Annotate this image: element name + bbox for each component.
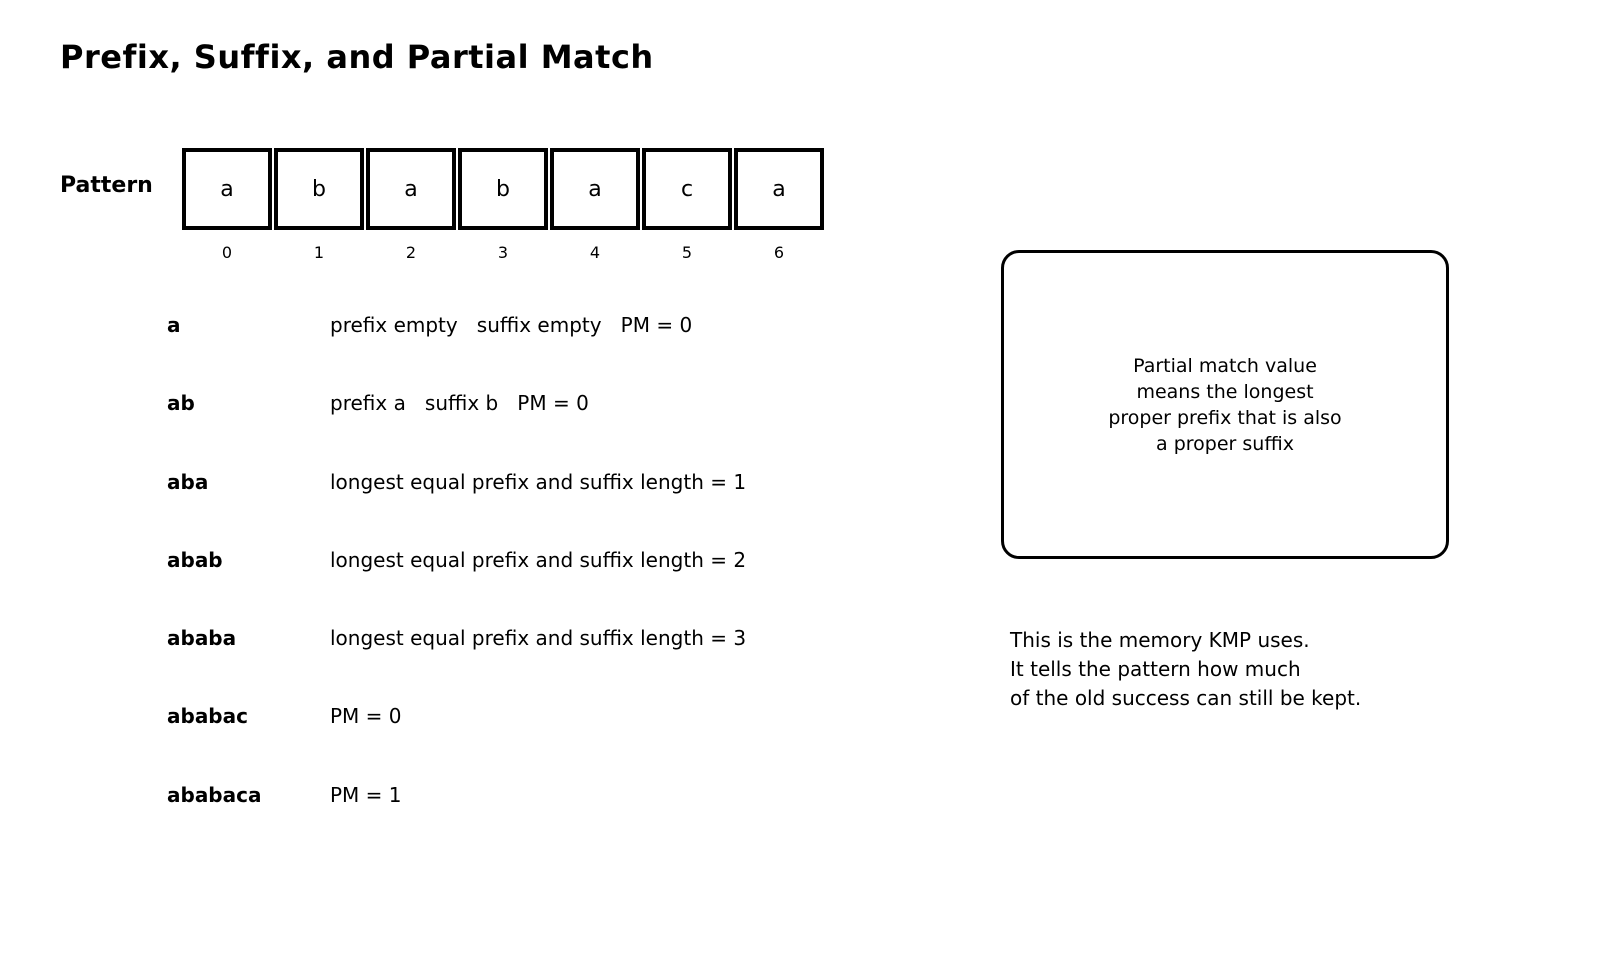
prefix-string: a <box>167 313 181 337</box>
partial-match-definition-box: Partial match value means the longest pr… <box>1001 250 1449 559</box>
pattern-cell-2: a <box>366 148 456 230</box>
prefix-string: ababaca <box>167 783 262 807</box>
pattern-cell-4: a <box>550 148 640 230</box>
prefix-description: PM = 0 <box>330 704 402 728</box>
kmp-memory-note: This is the memory KMP uses. It tells th… <box>1010 626 1361 713</box>
pattern-cell-0: a <box>182 148 272 230</box>
pattern-index-6: 6 <box>773 243 785 262</box>
prefix-string: ab <box>167 391 195 415</box>
prefix-description: longest equal prefix and suffix length =… <box>330 626 747 650</box>
prefix-string: ababa <box>167 626 237 650</box>
pattern-cell-1: b <box>274 148 364 230</box>
prefix-description: PM = 1 <box>330 783 402 807</box>
pattern-cell-6: a <box>734 148 824 230</box>
prefix-analysis-row: abab longest equal prefix and suffix len… <box>167 548 746 572</box>
prefix-analysis-row: ababa longest equal prefix and suffix le… <box>167 626 746 650</box>
pattern-label: Pattern <box>60 173 153 198</box>
prefix-string: ababac <box>167 704 248 728</box>
memory-note-line: of the old success can still be kept. <box>1010 686 1362 710</box>
prefix-description: longest equal prefix and suffix length =… <box>330 470 747 494</box>
pattern-index-row: 0 1 2 3 4 5 6 <box>182 243 824 262</box>
pattern-index-5: 5 <box>681 243 693 262</box>
pattern-grid: a b a b a c a <box>182 148 824 230</box>
definition-line: means the longest <box>1136 380 1314 403</box>
prefix-description: longest equal prefix and suffix length =… <box>330 548 747 572</box>
prefix-description: prefix a suffix b PM = 0 <box>330 391 589 415</box>
memory-note-line: It tells the pattern how much <box>1010 657 1301 681</box>
pattern-index-3: 3 <box>497 243 509 262</box>
page-title: Prefix, Suffix, and Partial Match <box>60 38 654 76</box>
pattern-cell-3: b <box>458 148 548 230</box>
prefix-string: abab <box>167 548 223 572</box>
definition-line: a proper suffix <box>1156 432 1294 455</box>
prefix-string: aba <box>167 470 209 494</box>
pattern-cell-5: c <box>642 148 732 230</box>
prefix-description: prefix empty suffix empty PM = 0 <box>330 313 693 337</box>
prefix-analysis-row: aba longest equal prefix and suffix leng… <box>167 470 746 494</box>
prefix-analysis-row: ababaca PM = 1 <box>167 783 402 807</box>
prefix-analysis-row: ab prefix a suffix b PM = 0 <box>167 391 589 415</box>
pattern-index-0: 0 <box>221 243 233 262</box>
prefix-analysis-row: a prefix empty suffix empty PM = 0 <box>167 313 692 337</box>
pattern-index-1: 1 <box>313 243 325 262</box>
memory-note-line: This is the memory KMP uses. <box>1010 628 1310 652</box>
pattern-index-4: 4 <box>589 243 601 262</box>
prefix-analysis-row: ababac PM = 0 <box>167 704 402 728</box>
pattern-index-2: 2 <box>405 243 417 262</box>
definition-line: proper prefix that is also <box>1108 406 1342 429</box>
definition-line: Partial match value <box>1133 354 1317 377</box>
